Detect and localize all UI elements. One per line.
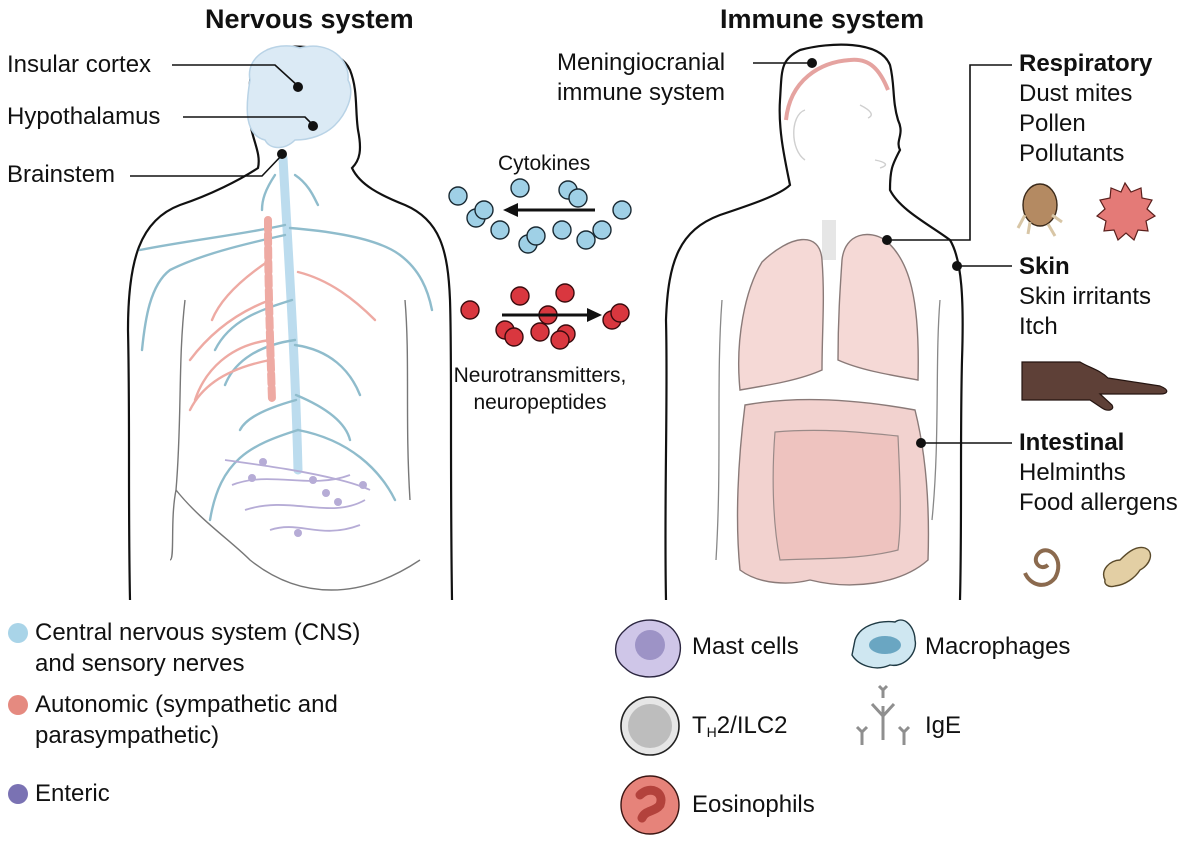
legend-swatch-autonomic <box>8 695 28 715</box>
cytokine-arrow <box>503 203 595 217</box>
cell-label-mast: Mast cells <box>692 633 799 660</box>
nervous-system-title: Nervous system <box>205 4 414 34</box>
site-respiratory-item: Dust mites <box>1019 80 1133 107</box>
right-body-outline <box>664 43 964 601</box>
label-neurotransmitters-line2: neuropeptides <box>473 391 607 414</box>
label-neurotransmitters-line1: Neurotransmitters, <box>453 364 627 387</box>
site-intestinal-item: Food allergens <box>1019 489 1178 516</box>
cell-label-ige: IgE <box>925 712 962 739</box>
cell-label-th2-ilc2: TH2/ILC2 <box>692 710 788 748</box>
site-intestinal: Intestinal Helminths Food allergens <box>1019 428 1178 518</box>
site-skin-header: Skin <box>1019 253 1070 280</box>
site-skin-item: Skin irritants <box>1019 283 1152 310</box>
label-brainstem: Brainstem <box>7 161 116 188</box>
label-meningiocranial-line1: Meningiocranial <box>557 49 726 76</box>
right-face-lines <box>793 104 887 169</box>
peanut-icon <box>1103 546 1152 588</box>
label-hypothalamus: Hypothalamus <box>7 103 161 130</box>
th2-rest: 2/ILC2 <box>716 712 788 739</box>
th2-ilc2-cell-icon <box>620 696 680 756</box>
neurotransmitter-arrow <box>502 308 602 322</box>
small-intestine <box>772 429 901 561</box>
brain-shape <box>246 45 352 149</box>
trachea <box>822 220 836 260</box>
helminth-icon <box>1023 548 1061 587</box>
legend-label: Enteric <box>35 780 110 807</box>
label-neurotransmitters: Neurotransmitters, neuropeptides <box>450 362 630 416</box>
enteric-nerves <box>224 459 371 532</box>
th2-T: T <box>692 712 707 739</box>
label-meningiocranial-line2: immune system <box>557 79 726 106</box>
pollen-icon <box>1095 181 1157 242</box>
cell-label-macrophages: Macrophages <box>925 633 1071 660</box>
legend-label: parasympathetic) <box>35 722 220 749</box>
mast-cell-icon <box>614 619 682 678</box>
site-respiratory-item: Pollutants <box>1019 140 1125 167</box>
cell-label-eosinophils: Eosinophils <box>692 791 815 818</box>
nervous-legend: Central nervous system (CNS) and sensory… <box>5 617 425 809</box>
label-meningiocranial: Meningiocranial immune system <box>557 48 725 108</box>
macrophage-icon <box>851 619 917 669</box>
site-respiratory-header: Respiratory <box>1019 50 1153 77</box>
site-skin: Skin Skin irritants Itch <box>1019 252 1151 342</box>
ige-antibody-icon <box>855 684 911 745</box>
legend-item-autonomic: Autonomic (sympathetic and parasympathet… <box>5 689 425 751</box>
meninges-arc <box>784 57 890 121</box>
label-insular-cortex: Insular cortex <box>7 51 152 78</box>
eosinophil-icon <box>620 775 680 835</box>
site-intestinal-header: Intestinal <box>1019 429 1125 456</box>
right-leader-dots <box>807 58 962 448</box>
enteric-ganglia <box>248 458 367 537</box>
th2-subscript: H <box>706 724 717 740</box>
spinal-cord <box>278 153 303 475</box>
right-body-inner-lines <box>715 299 941 561</box>
site-skin-item: Itch <box>1019 313 1058 340</box>
left-leader-dots <box>277 82 318 159</box>
legend-item-enteric: Enteric <box>5 778 425 809</box>
left-body-inner-lines <box>169 299 421 591</box>
lungs <box>738 233 919 391</box>
legend-swatch-cns <box>8 623 28 643</box>
site-respiratory: Respiratory Dust mites Pollen Pollutants <box>1019 49 1152 169</box>
neurotransmitter-particles <box>460 283 630 350</box>
legend-item-cns: Central nervous system (CNS) and sensory… <box>5 617 425 679</box>
dust-mite-icon <box>1016 183 1063 237</box>
immune-system-title: Immune system <box>720 4 925 34</box>
right-leader-lines <box>753 62 1012 444</box>
cytokine-particles <box>448 178 632 254</box>
legend-swatch-enteric <box>8 784 28 804</box>
site-respiratory-item: Pollen <box>1019 110 1086 137</box>
legend-label: and sensory nerves <box>35 650 245 677</box>
sensory-nerves <box>138 173 434 522</box>
legend-label: Central nervous system (CNS) <box>35 619 361 646</box>
autonomic-nerves <box>188 216 377 412</box>
legend-label: Autonomic (sympathetic and <box>35 691 338 718</box>
label-cytokines: Cytokines <box>498 152 591 175</box>
site-intestinal-item: Helminths <box>1019 459 1126 486</box>
scratching-hand-icon <box>1021 361 1168 411</box>
